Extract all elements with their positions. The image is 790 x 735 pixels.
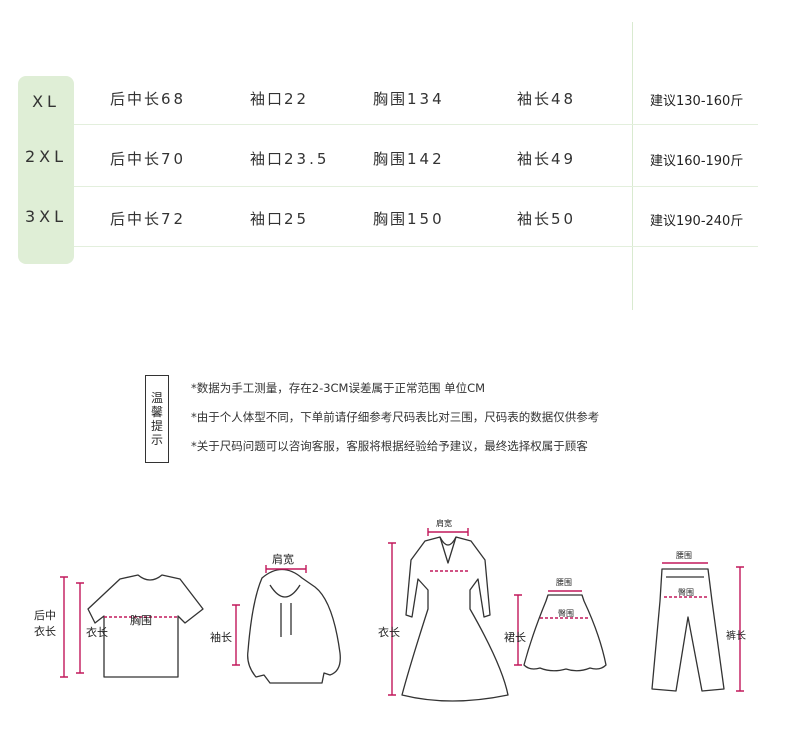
hoodie-outline: [247, 568, 341, 684]
label-skirt-length: 裙长: [504, 631, 526, 644]
tshirt-outline: [87, 574, 204, 678]
row-divider: [74, 186, 758, 187]
cell-sleeve: 袖长50: [517, 210, 577, 228]
cell-cuff: 袖口23.5: [250, 150, 330, 168]
cell-chest: 胸围150: [373, 210, 445, 228]
label-tshirt-chest: 胸围: [130, 613, 152, 627]
label-dress-shoulder: 肩宽: [436, 518, 452, 528]
row-divider: [74, 124, 758, 125]
tips-title-char: 温: [150, 391, 163, 405]
label-hoodie-shoulder: 肩宽: [272, 552, 294, 566]
label-pants-waist: 腰围: [676, 551, 692, 560]
label-tshirt-length: 衣长: [86, 625, 108, 639]
cell-recommend: 建议190-240斤: [650, 214, 744, 229]
measurement-diagrams: 后中 衣长 衣长 胸围 肩宽 袖长 衣长 裙长 裤长 肩宽 腰围 臀围 腰围 臀…: [34, 518, 746, 702]
cell-cuff: 袖口25: [250, 210, 310, 228]
row-divider: [74, 246, 758, 247]
tip-line: *关于尺码问题可以咨询客服，客服将根据经验给予建议，最终选择权属于顾客: [191, 439, 588, 453]
tip-line: *由于个人体型不同，下单前请仔细参考尺码表比对三围，尺码表的数据仅供参考: [191, 410, 600, 424]
cell-sleeve: 袖长48: [517, 90, 577, 108]
cell-recommend: 建议130-160斤: [650, 94, 744, 109]
label-skirt-hip: 臀围: [558, 609, 574, 618]
label-pants-length: 裤长: [726, 629, 746, 642]
size-label-3xl: 3XL: [24, 207, 68, 226]
size-label-2xl: 2XL: [24, 147, 68, 166]
size-column-background: [18, 76, 74, 264]
tips-title-char: 馨: [150, 405, 163, 419]
label-tshirt-back-1: 后中: [34, 609, 56, 622]
cell-back-length: 后中长72: [110, 210, 187, 228]
pants-outline: [651, 568, 725, 692]
tip-line: *数据为手工测量，存在2-3CM误差属于正常范围 单位CM: [191, 381, 486, 395]
cell-back-length: 后中长70: [110, 150, 187, 168]
tips-title-char: 提: [150, 419, 163, 433]
table-vertical-divider: [632, 22, 633, 310]
tips-title-char: 示: [150, 433, 163, 447]
cell-back-length: 后中长68: [110, 90, 187, 108]
label-dress-length: 衣长: [378, 625, 400, 639]
cell-cuff: 袖口22: [250, 90, 310, 108]
cell-recommend: 建议160-190斤: [650, 154, 744, 169]
label-hoodie-sleeve: 袖长: [210, 630, 232, 644]
size-label-xl: XL: [32, 92, 60, 111]
dress-outline: [401, 536, 509, 702]
cell-chest: 胸围134: [373, 90, 445, 108]
label-skirt-waist: 腰围: [556, 578, 572, 587]
tips-title-box: 温 馨 提 示: [145, 375, 169, 463]
cell-sleeve: 袖长49: [517, 150, 577, 168]
label-tshirt-back-2: 衣长: [34, 624, 56, 638]
cell-chest: 胸围142: [373, 150, 445, 168]
skirt-outline: [523, 594, 607, 672]
label-pants-hip: 臀围: [678, 588, 694, 597]
